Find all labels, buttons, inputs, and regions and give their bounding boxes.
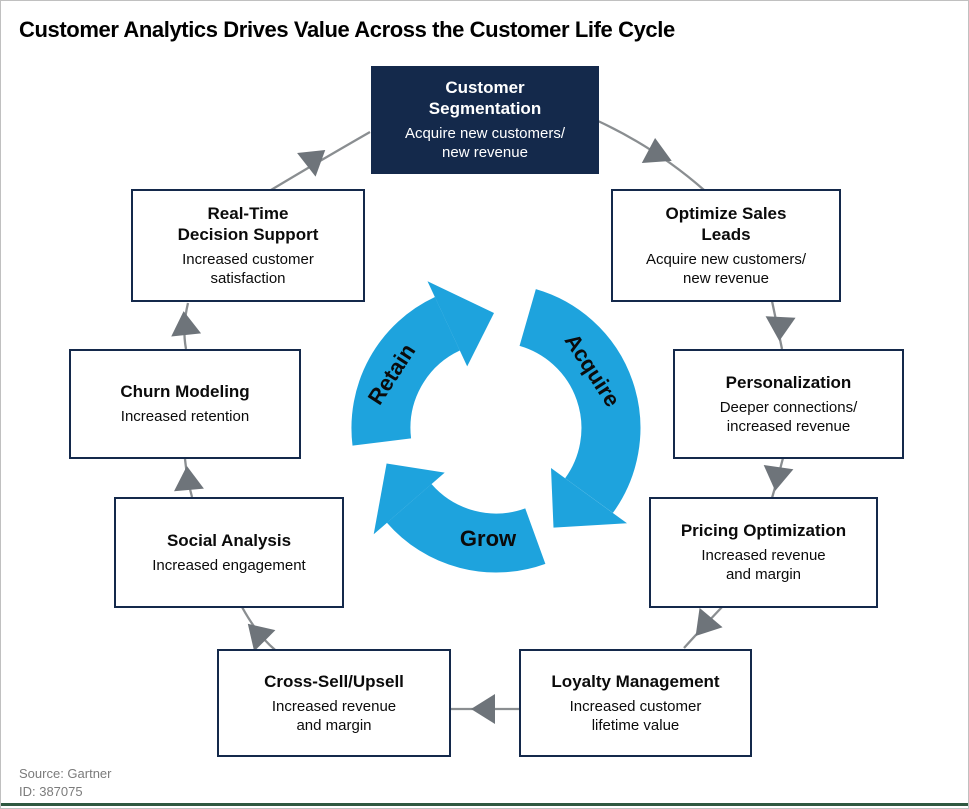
- node-title: Customer Segmentation: [428, 78, 542, 119]
- node-churn-modeling: Churn Modeling Increased retention: [69, 349, 301, 459]
- connector-churn-to-decision: [171, 302, 202, 350]
- cycle-arc-grow: [386, 483, 546, 573]
- node-subtitle: Deeper connections/ increased revenue: [719, 398, 858, 435]
- node-title: Optimize Sales Leads: [665, 203, 787, 244]
- source-attribution: Source: Gartner ID: 387075: [19, 765, 112, 800]
- footer-accent-bar: [1, 803, 968, 806]
- node-subtitle: Increased revenue and margin: [271, 697, 397, 734]
- node-cross-sell-upsell: Cross-Sell/Upsell Increased revenue and …: [217, 649, 451, 757]
- cycle-arc-acquire: [518, 289, 641, 513]
- node-subtitle: Acquire new customers/ new revenue: [645, 250, 807, 287]
- node-personalization: Personalization Deeper connections/ incr…: [673, 349, 904, 459]
- node-optimize-sales-leads: Optimize Sales Leads Acquire new custome…: [611, 189, 841, 302]
- cycle-arrowhead-retain: [427, 281, 494, 367]
- node-subtitle: Increased customer satisfaction: [182, 250, 314, 287]
- lifecycle-cycle: Acquire Grow Retain: [351, 281, 641, 573]
- node-subtitle: Increased customer lifetime value: [569, 697, 702, 734]
- cycle-arrowhead-grow: [373, 463, 445, 535]
- connector-personalization-to-pricing: [763, 457, 794, 499]
- node-customer-segmentation: Customer Segmentation Acquire new custom…: [371, 66, 599, 174]
- node-subtitle: Increased revenue and margin: [701, 547, 826, 584]
- page-title: Customer Analytics Drives Value Across t…: [19, 17, 675, 42]
- node-subtitle: Increased engagement: [152, 556, 306, 574]
- connector-pricing-to-loyalty: [683, 606, 723, 649]
- node-subtitle: Acquire new customers/ new revenue: [404, 125, 566, 162]
- cycle-arrowhead-acquire: [551, 468, 627, 528]
- node-title: Cross-Sell/Upsell: [264, 671, 404, 691]
- connector-crosssell-to-social: [240, 606, 280, 654]
- node-loyalty-management: Loyalty Management Increased customer li…: [519, 649, 752, 757]
- document-id: ID: 387075: [19, 783, 83, 799]
- node-real-time-decision-support: Real-Time Decision Support Increased cus…: [131, 189, 365, 302]
- cycle-arc-retain: [351, 297, 461, 446]
- source-line: Source: Gartner: [19, 766, 112, 781]
- node-title: Churn Modeling: [120, 382, 250, 402]
- cycle-label-grow: Grow: [460, 526, 517, 551]
- node-title: Social Analysis: [166, 530, 292, 550]
- node-title: Real-Time Decision Support: [177, 203, 319, 244]
- node-title: Personalization: [725, 372, 852, 392]
- node-subtitle: Increased retention: [120, 408, 250, 426]
- connector-decision-to-segmentation: [270, 131, 371, 191]
- connector-segmentation-to-leads: [597, 119, 705, 191]
- node-title: Loyalty Management: [551, 671, 720, 691]
- node-social-analysis: Social Analysis Increased engagement: [114, 497, 344, 608]
- connector-loyalty-to-crosssell: [450, 694, 519, 724]
- connector-leads-to-personalization: [765, 300, 796, 350]
- node-pricing-optimization: Pricing Optimization Increased revenue a…: [649, 497, 878, 608]
- connector-social-to-churn: [174, 458, 204, 498]
- node-title: Pricing Optimization: [680, 521, 847, 541]
